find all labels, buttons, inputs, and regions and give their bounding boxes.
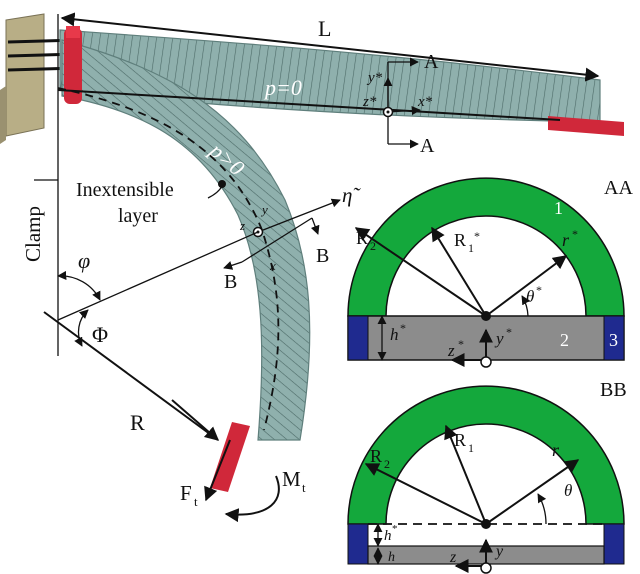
section-line-BB: B B η̃ y z x bbox=[223, 183, 361, 293]
label-Mt-sub: t bbox=[302, 480, 306, 495]
label-x-small: x bbox=[269, 258, 276, 273]
label-B-left: B bbox=[224, 271, 237, 293]
label-z-star: z* bbox=[362, 94, 377, 110]
label-R: R bbox=[130, 410, 145, 435]
bb-h: h bbox=[388, 550, 395, 565]
aa-num1: 1 bbox=[554, 198, 563, 218]
label-p-zero: p=0 bbox=[263, 75, 302, 100]
bb-R1: R bbox=[454, 430, 466, 450]
aa-R1-sup: * bbox=[474, 229, 480, 243]
label-y-star: y* bbox=[366, 70, 383, 86]
aa-R1: R bbox=[454, 230, 466, 250]
axes-star: y* z* x* bbox=[362, 70, 433, 118]
section-BB-title: BB bbox=[600, 379, 627, 401]
aa-green-layer bbox=[347, 177, 625, 317]
bb-theta: θ bbox=[564, 481, 572, 500]
label-eta: η̃ bbox=[342, 183, 361, 207]
aa-h: h bbox=[390, 325, 399, 344]
length-arrow bbox=[60, 12, 600, 82]
label-L: L bbox=[318, 16, 331, 41]
aa-R1-sub: 1 bbox=[468, 241, 474, 255]
label-inextensible-2: layer bbox=[118, 205, 158, 227]
label-Mt: M bbox=[282, 467, 301, 491]
bb-y: y bbox=[494, 543, 504, 560]
bb-R2: R bbox=[370, 446, 382, 466]
section-AA: AA 1 2 3 R 2 R 1 * r * θ * h * z * y * bbox=[347, 177, 633, 368]
aa-theta-sup: * bbox=[536, 283, 542, 297]
section-AA-title: AA bbox=[604, 177, 633, 199]
aa-y-sup: * bbox=[506, 325, 512, 339]
tip-loads: F t M t bbox=[180, 439, 306, 523]
label-z-small: z bbox=[239, 218, 245, 233]
aa-R2: R bbox=[356, 228, 368, 248]
bb-R1-sub: 1 bbox=[468, 441, 474, 455]
bb-z: z bbox=[449, 549, 457, 566]
bent-centerline bbox=[57, 87, 280, 431]
label-A-bottom: A bbox=[420, 135, 435, 157]
label-Ft-sub: t bbox=[194, 494, 198, 509]
label-y-small: y bbox=[260, 202, 268, 217]
label-A-top: A bbox=[424, 51, 439, 73]
aa-num2: 2 bbox=[560, 330, 569, 350]
aa-theta: θ bbox=[526, 287, 534, 306]
label-B-right: B bbox=[316, 245, 329, 267]
bb-h-star: h bbox=[384, 528, 392, 544]
bb-blue-right bbox=[603, 523, 625, 565]
label-inextensible-1: Inextensible bbox=[76, 179, 174, 201]
bb-blue-left bbox=[347, 523, 369, 565]
bb-R2-sub: 2 bbox=[384, 457, 390, 471]
aa-z: z bbox=[447, 341, 455, 360]
label-phi: φ bbox=[78, 248, 90, 273]
section-BB: BB R 2 R 1 r θ h * h z y bbox=[347, 379, 627, 574]
inextensible-leader bbox=[207, 185, 223, 199]
aa-blue-right bbox=[603, 315, 625, 361]
label-clamp: Clamp bbox=[21, 206, 45, 262]
aa-z-sup: * bbox=[458, 337, 464, 351]
bb-green-layer bbox=[347, 385, 625, 525]
straight-centerline bbox=[57, 89, 561, 121]
bb-h-star-sup: * bbox=[392, 523, 398, 535]
angle-construction: φ Φ R bbox=[43, 231, 259, 441]
aa-h-sup: * bbox=[400, 321, 406, 335]
aa-blue-left bbox=[347, 315, 369, 361]
bb-r: r bbox=[552, 440, 560, 460]
label-Phi: Φ bbox=[92, 322, 108, 347]
label-x-star: x* bbox=[417, 94, 433, 110]
inextensible-dot bbox=[218, 180, 226, 188]
aa-num3: 3 bbox=[609, 330, 618, 350]
aa-y: y bbox=[494, 329, 504, 348]
aa-r: r bbox=[562, 230, 570, 250]
aa-r-sup: * bbox=[572, 227, 578, 241]
label-Ft: F bbox=[180, 481, 192, 505]
aa-R2-sub: 2 bbox=[370, 239, 376, 253]
